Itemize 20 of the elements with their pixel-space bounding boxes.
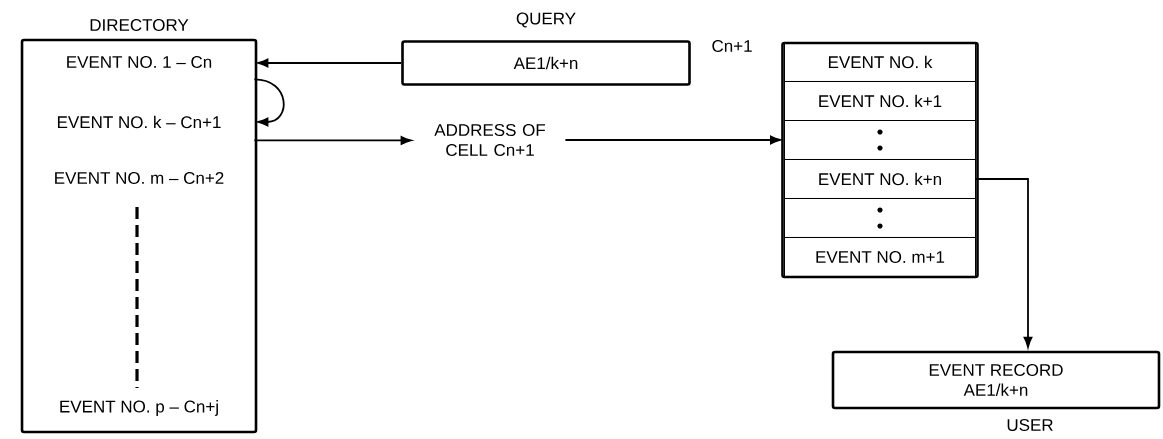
box-heading: QUERY: [516, 12, 576, 28]
arrow: [564, 135, 781, 145]
directory-entry: EVENT NO. 1 – Cn: [67, 56, 212, 68]
arrow: [253, 136, 412, 145]
directory-entry: EVENT NO. k – Cn+1: [57, 115, 221, 129]
arrow-label: ADDRESS OF CELL Cn+1: [434, 124, 546, 156]
directory-entry: EVENT NO. m – Cn+2: [55, 172, 224, 184]
table-cell: EVENT NO. k+1: [784, 81, 976, 121]
arrow: [253, 78, 285, 127]
box-heading: DIRECTORY: [90, 19, 189, 31]
record-box: AE1/k+n: [401, 40, 691, 86]
record-box: EVENT RECORD AE1/k+n: [831, 350, 1161, 410]
table-cell: EVENT NO. k+n: [784, 159, 976, 199]
arrow: [257, 58, 403, 68]
arrow: [975, 178, 1033, 348]
directory-entry: EVENT NO. p – Cn+j: [60, 400, 218, 416]
box-heading: Cn+1: [712, 40, 752, 52]
table-cell: EVENT NO. k: [784, 42, 976, 82]
table-cell: EVENT NO. m+1: [784, 237, 976, 277]
box-caption: USER: [1007, 419, 1053, 431]
